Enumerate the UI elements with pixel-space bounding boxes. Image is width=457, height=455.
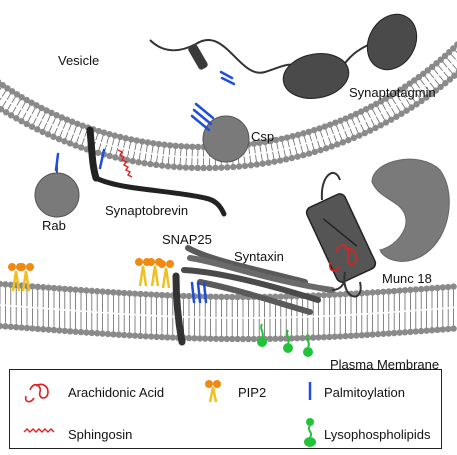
- csp-label: Csp: [251, 130, 274, 143]
- arachidonic-acid-icon: [26, 384, 48, 401]
- munc18-protein: [372, 159, 449, 261]
- synaptotagmin-label: Synaptotagmin: [349, 86, 436, 99]
- lysophospholipid-icon: [304, 418, 316, 447]
- rab-label: Rab: [42, 219, 66, 232]
- munc18-label: Munc 18: [382, 272, 432, 285]
- sphingosin-icon: [24, 429, 54, 432]
- legend-sphingosin: Sphingosin: [68, 428, 132, 441]
- legend-arachidonic-acid: Arachidonic Acid: [68, 386, 164, 399]
- sphingosin-marker: [118, 150, 132, 177]
- synaptobrevin-label: Synaptobrevin: [105, 204, 188, 217]
- legend-lysophospholipids: Lysophospholipids: [324, 428, 430, 441]
- snap25-label: SNAP25: [162, 233, 212, 246]
- pip2-icon: [205, 380, 221, 402]
- syntaxin-label: Syntaxin: [234, 250, 284, 263]
- synaptotagmin-c2b-domain: [358, 5, 427, 78]
- synaptotagmin-c2a-domain: [280, 49, 353, 104]
- legend-pip2: PIP2: [238, 386, 266, 399]
- syntaxin-habc-domain: [305, 173, 378, 297]
- vesicle-label: Vesicle: [58, 54, 99, 67]
- synaptotagmin-tm-helix: [187, 43, 209, 71]
- legend-palmitoylation: Palmitoylation: [324, 386, 405, 399]
- rab-protein: [35, 173, 79, 217]
- legend-box: Arachidonic Acid PIP2 Palmitoylation Sph…: [9, 369, 442, 449]
